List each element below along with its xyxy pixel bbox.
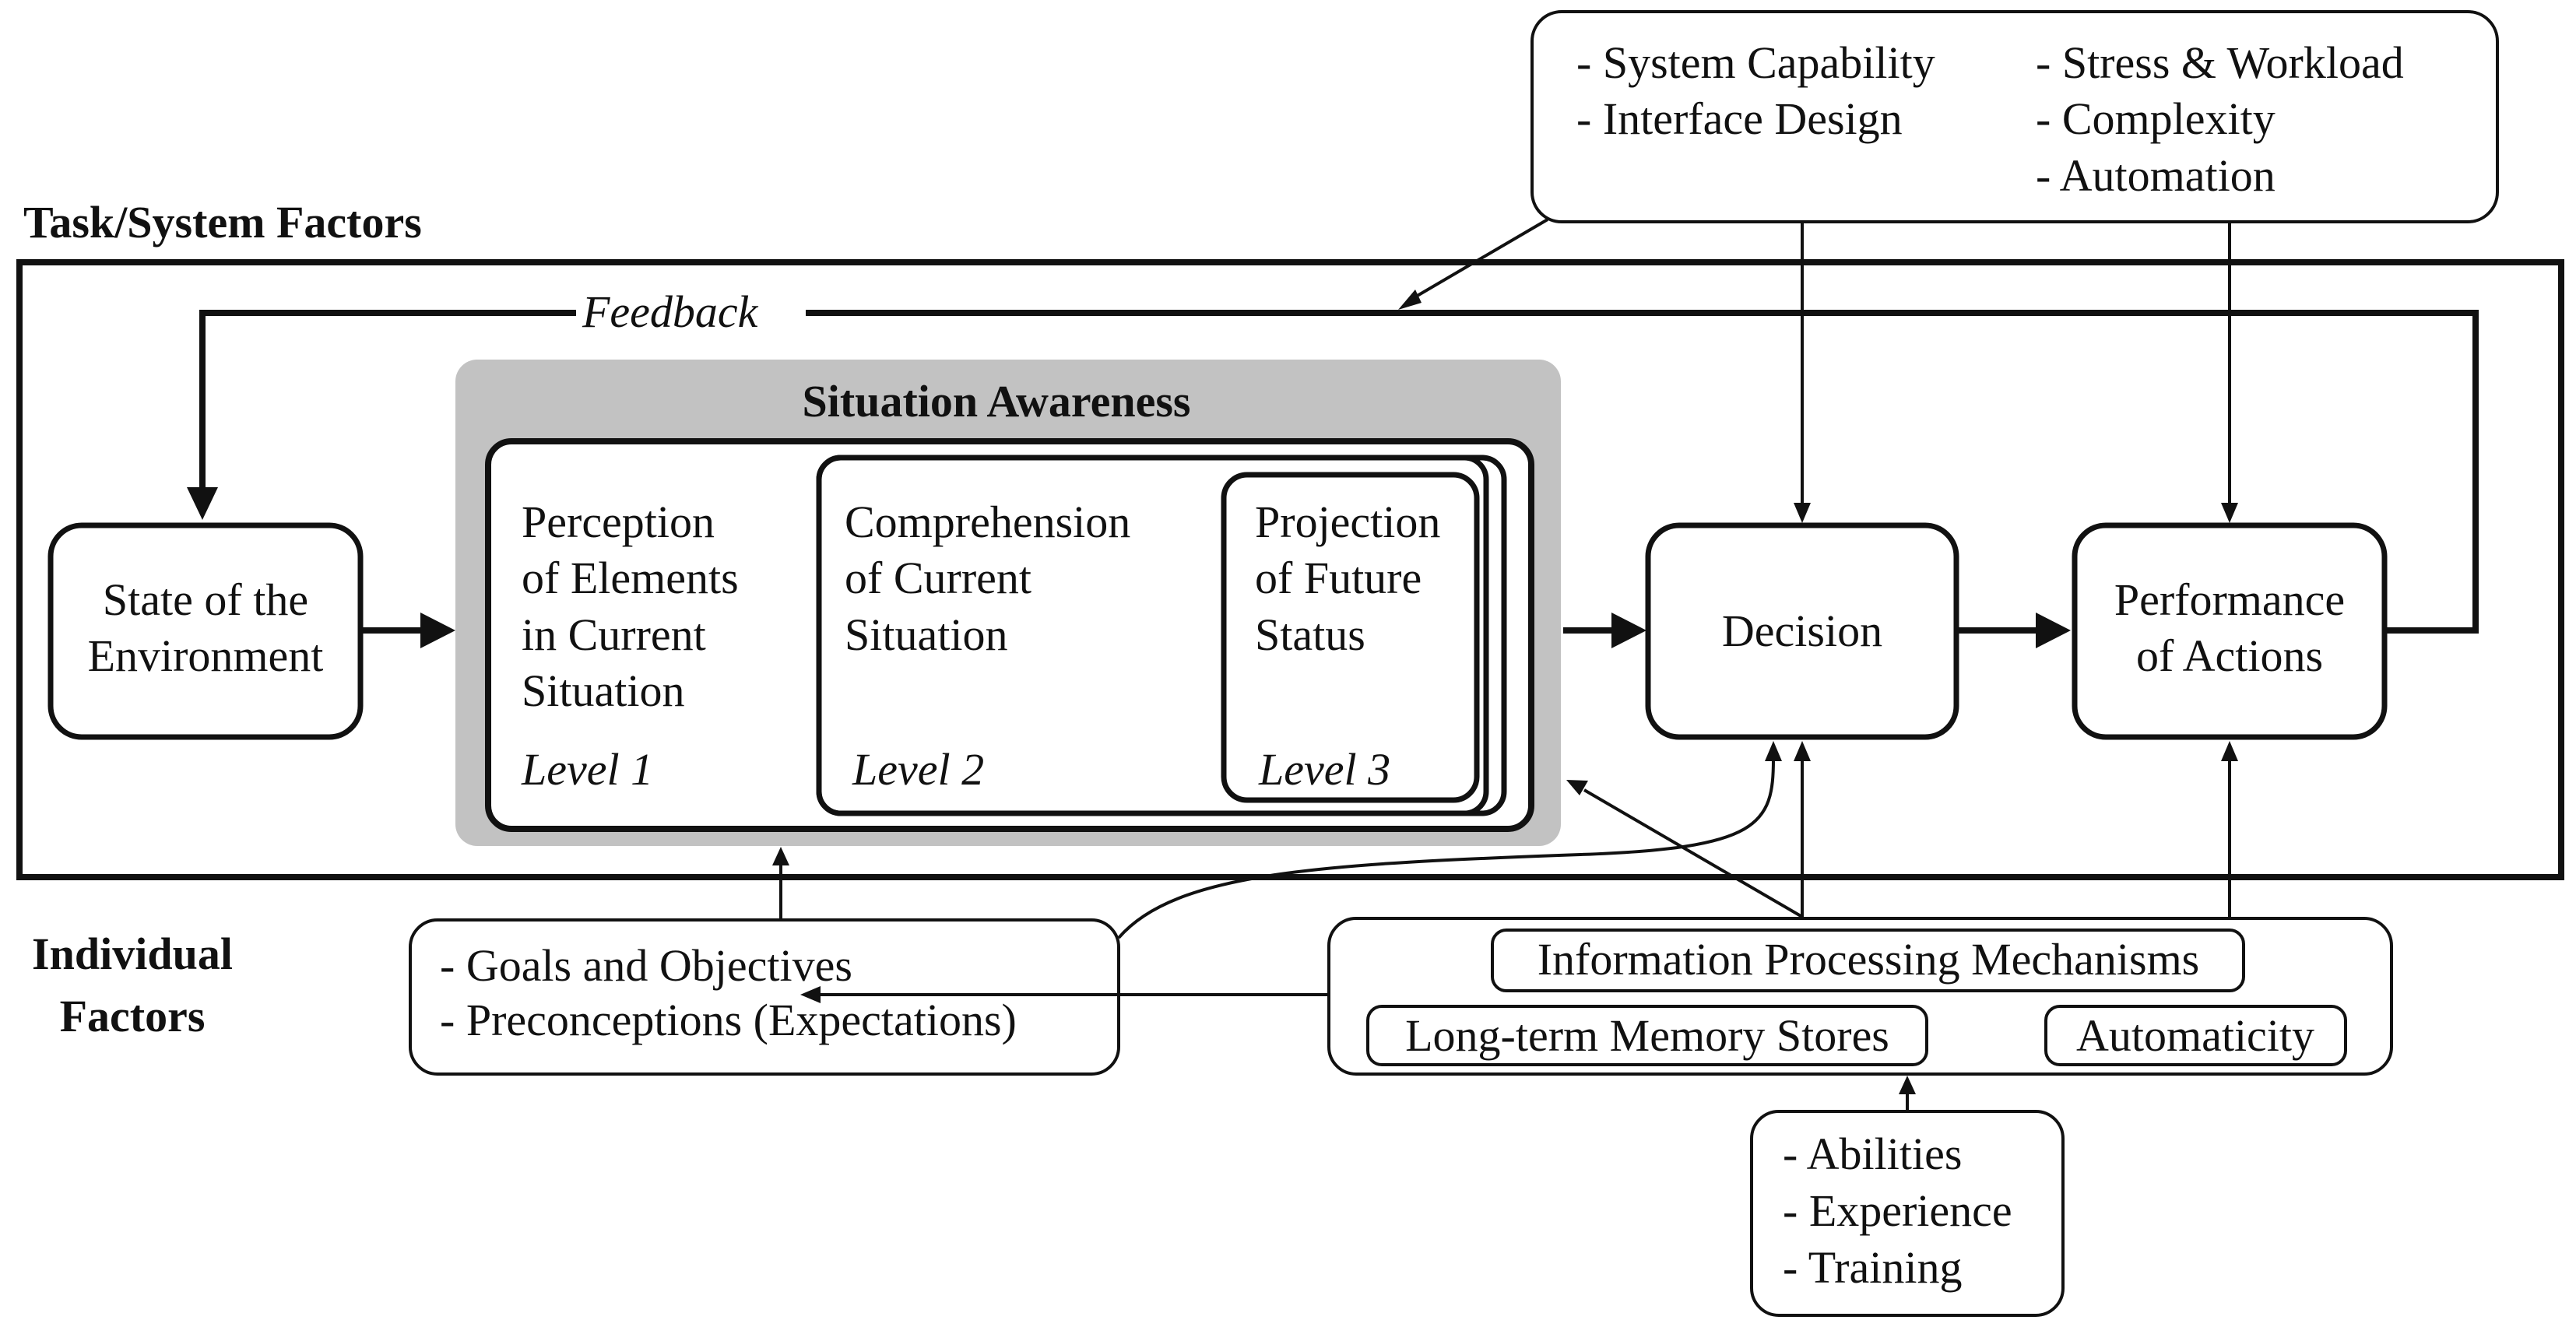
- task-factor-interface-design: - Interface Design: [1576, 93, 1903, 144]
- arrow-sa-to-decision-head: [1611, 613, 1646, 648]
- feedback-line-right: [806, 310, 2479, 634]
- feedback-arrowhead: [187, 487, 218, 520]
- task-factor-automation: - Automation: [2036, 150, 2276, 201]
- long-term-memory-label: Long-term Memory Stores: [1405, 1010, 1889, 1061]
- level2-box-inner: [816, 455, 1489, 816]
- long-term-memory-box: [1366, 1005, 1928, 1066]
- arrow-task-to-performance-head: [2221, 503, 2238, 523]
- task-factor-complexity: - Complexity: [2036, 93, 2276, 144]
- performance-box: [2072, 522, 2388, 740]
- abilities-line2: - Experience: [1783, 1185, 2012, 1236]
- performance-line2: of Actions: [2136, 630, 2323, 681]
- arrow-mechanisms-to-sa-head: [1566, 780, 1588, 795]
- arrow-decision-to-performance-head: [2036, 613, 2071, 648]
- level3-line3: Status: [1255, 609, 1365, 660]
- arrow-task-to-sa-head: [1398, 290, 1422, 310]
- arrow-mechanisms-to-performance-head: [2221, 741, 2238, 761]
- abilities-line1: - Abilities: [1783, 1129, 1962, 1179]
- goals-line2: - Preconceptions (Expectations): [440, 995, 1017, 1045]
- situation-awareness-title: Situation Awareness: [803, 376, 1191, 427]
- arrow-mechanisms-to-goals-head: [800, 986, 821, 1003]
- feedback-line-left: [199, 310, 576, 492]
- level1-tag: Level 1: [521, 744, 653, 795]
- feedback-label: Feedback: [582, 286, 759, 337]
- decision-label: Decision: [1722, 606, 1882, 656]
- task-factor-system-capability: - System Capability: [1576, 37, 1935, 88]
- automaticity-label: Automaticity: [2076, 1010, 2314, 1061]
- level2-line3: Situation: [845, 609, 1007, 660]
- arrow-task-to-decision-head: [1794, 503, 1811, 523]
- task-factors-box: [1530, 10, 2499, 223]
- goals-box: [409, 918, 1120, 1076]
- level3-line1: Projection: [1255, 497, 1440, 547]
- level3-line2: of Future: [1255, 553, 1422, 603]
- level2-tag: Level 2: [852, 744, 984, 795]
- level1-line3: in Current: [522, 609, 706, 660]
- arrow-mechanisms-to-sa: [1583, 788, 1804, 918]
- level1-line1: Perception: [522, 497, 715, 547]
- information-processing-box: [1491, 929, 2245, 992]
- environment-line1: State of the: [103, 574, 308, 625]
- arrow-task-to-sa: [1409, 218, 1549, 301]
- curve-goals-to-decision-head: [1765, 741, 1782, 761]
- task-system-factors-label: Task/System Factors: [23, 197, 422, 247]
- arrow-environment-to-sa-head: [420, 613, 455, 648]
- goals-line1: - Goals and Objectives: [440, 940, 852, 991]
- level1-line4: Situation: [522, 665, 684, 716]
- curve-goals-to-decision: [1117, 758, 1775, 939]
- arrow-abilities-to-mechanisms-head: [1899, 1076, 1916, 1094]
- arrow-mechanisms-to-decision-head: [1794, 741, 1811, 761]
- level2-line1: Comprehension: [845, 497, 1130, 547]
- individual-factors-label-line2: Factors: [60, 991, 206, 1041]
- level3-box: [1221, 472, 1480, 803]
- level2-line2: of Current: [845, 553, 1031, 603]
- arrow-goals-to-sa-head: [772, 847, 789, 865]
- abilities-line3: - Training: [1783, 1242, 1962, 1293]
- level1-line2: of Elements: [522, 553, 739, 603]
- performance-line1: Performance: [2114, 574, 2345, 625]
- individual-factors-label-line1: Individual: [32, 929, 233, 979]
- level3-tag: Level 3: [1258, 744, 1390, 795]
- task-factor-stress-workload: - Stress & Workload: [2036, 37, 2404, 88]
- information-processing-label: Information Processing Mechanisms: [1538, 934, 2200, 985]
- automaticity-box: [2044, 1005, 2347, 1066]
- task-system-frame: [16, 259, 2564, 880]
- environment-line2: Environment: [88, 630, 324, 681]
